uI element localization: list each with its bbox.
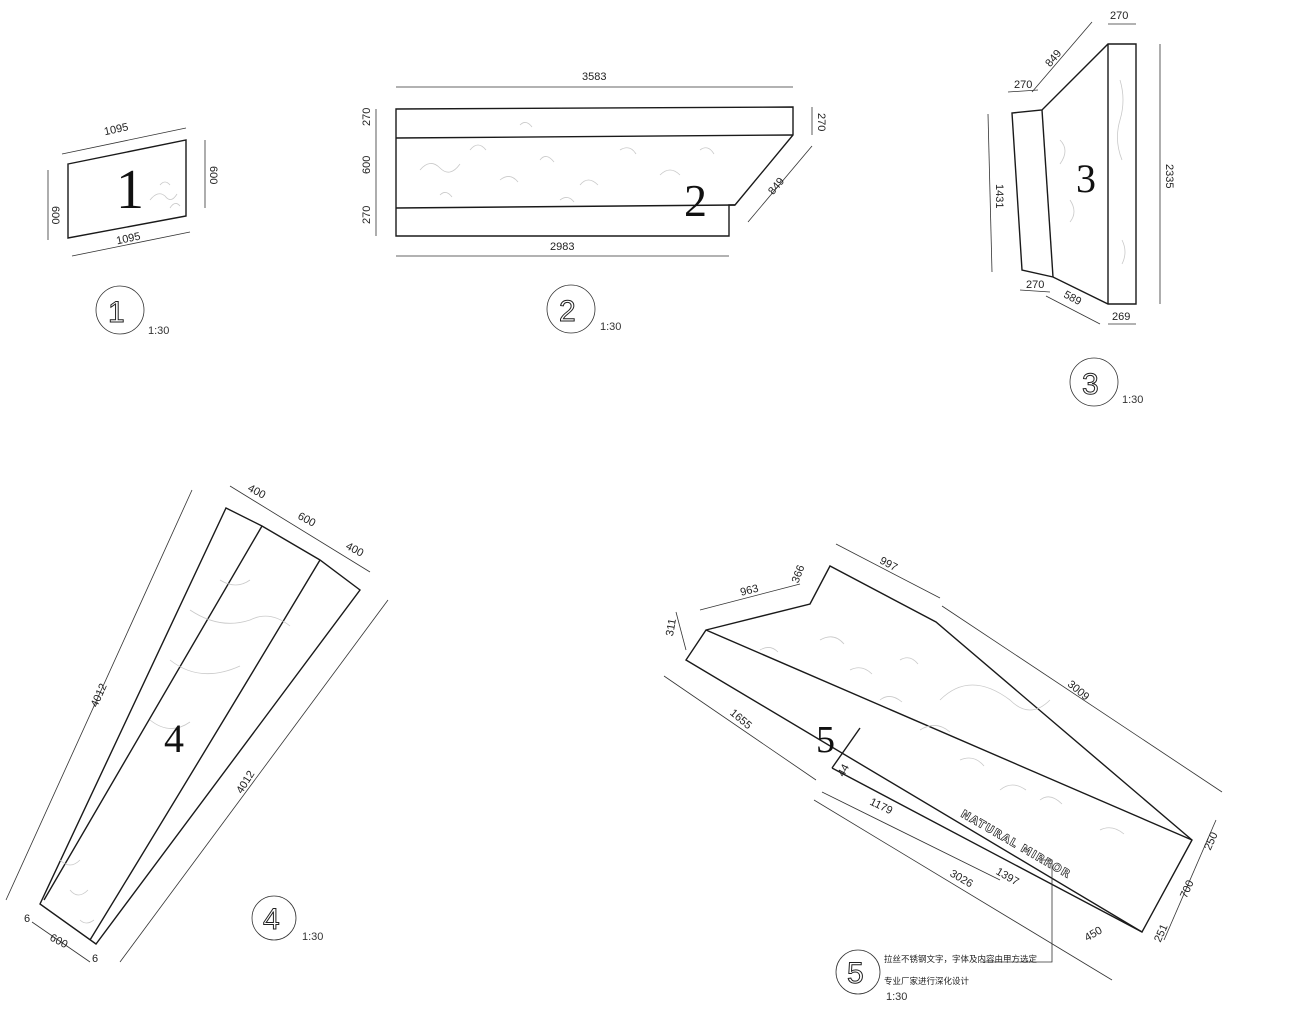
- dim-p2-left-top: 270: [361, 108, 373, 126]
- panel-2: 2 3583 2983 270 600 270 270 849 2 1:30: [361, 71, 827, 334]
- dim-p5-366: 366: [790, 563, 808, 584]
- dim-p1-right: 600: [207, 166, 219, 184]
- panel-4-badge: 4: [263, 903, 280, 936]
- dim-p5-44: 44: [836, 762, 852, 778]
- panel-3: 3 270 849 270 1431 2335 270 589 269 3 1:…: [987, 10, 1175, 407]
- dim-p5-3026: 3026: [948, 868, 975, 891]
- dim-p5-963: 963: [739, 583, 760, 599]
- dim-p3-right: 2335: [1163, 164, 1175, 188]
- dim-p2-left-bottom: 270: [361, 206, 373, 224]
- panel-1-badge: 1: [108, 296, 125, 329]
- panel-5-note-line1: 拉丝不锈钢文字，字体及内容由甲方选定: [884, 954, 1038, 965]
- dim-p1-left: 600: [49, 206, 61, 224]
- dim-p4-top-a: 400: [246, 482, 268, 501]
- dim-p5-700: 700: [1178, 879, 1196, 901]
- panel-2-badge-circle: [546, 284, 596, 334]
- dim-p5-997: 997: [877, 555, 899, 574]
- dim-p3-bottom-left: 270: [1026, 279, 1044, 291]
- panel-5-outline: [685, 565, 1193, 933]
- panel-4: 4 400 600 400 4012 4012 600 6 6 4 1:30: [5, 482, 389, 965]
- panel-4-badge-circle: [251, 895, 297, 941]
- dim-p4-corner-a: 6: [24, 913, 30, 925]
- dim-p3-top-slope: 849: [1043, 48, 1064, 70]
- dim-p3-bottom-slope: 589: [1061, 289, 1083, 308]
- panel-1-outline: [67, 139, 187, 239]
- panel-2-scale: 1:30: [600, 321, 621, 333]
- panel-3-label: 3: [1076, 156, 1096, 201]
- panel-2-texture: [419, 122, 715, 203]
- dim-p3-bottom-right: 269: [1112, 311, 1130, 323]
- dim-p4-left: 4012: [89, 682, 110, 709]
- dim-p2-bottom: 2983: [550, 241, 574, 253]
- dim-p3-top: 270: [1110, 10, 1128, 22]
- dim-p5-251: 251: [1152, 923, 1170, 945]
- dim-p4-corner-b: 6: [92, 953, 98, 965]
- panel-1: 1 1095 1095 600 600 1 1:30: [47, 121, 219, 337]
- panel-5-badge-circle: [835, 949, 881, 995]
- panel-2-badge: 2: [559, 295, 576, 328]
- dim-p4-top-b: 600: [296, 510, 318, 529]
- dim-p4-top-c: 400: [344, 540, 366, 559]
- dim-p5-311: 311: [664, 618, 679, 637]
- panel-1-badge-circle: [95, 285, 145, 335]
- panel-5-label: 5: [816, 719, 835, 761]
- panel-5-scale: 1:30: [886, 991, 907, 1003]
- dim-p3-left: 1431: [993, 184, 1005, 208]
- dim-p5-250: 250: [1202, 831, 1220, 853]
- panel-3-badge: 3: [1082, 368, 1099, 401]
- panel-4-scale: 1:30: [302, 931, 323, 943]
- dim-p5-1397: 1397: [994, 866, 1021, 889]
- dim-p4-bottom: 600: [48, 932, 70, 951]
- dim-p2-right: 270: [815, 113, 827, 131]
- panel-3-badge-circle: [1069, 357, 1119, 407]
- panel-1-texture: [149, 181, 181, 209]
- panel-1-scale: 1:30: [148, 325, 169, 337]
- dim-p5-3009: 3009: [1065, 678, 1091, 703]
- dim-p4-right: 4012: [234, 769, 257, 796]
- panel-2-outline: [395, 106, 794, 237]
- dim-p1-top: 1095: [103, 121, 129, 138]
- panel-2-label: 2: [684, 175, 707, 226]
- panel-3-scale: 1:30: [1122, 394, 1143, 406]
- dim-p5-450: 450: [1083, 924, 1105, 944]
- dim-p1-bottom: 1095: [115, 231, 141, 248]
- panel-1-label: 1: [116, 159, 144, 221]
- panel-5: 5 NATURAL MIRROR 311 963 366 997 3009 16…: [663, 543, 1223, 1003]
- dim-p3-top-left: 270: [1014, 79, 1032, 91]
- panel-5-badge: 5: [847, 957, 864, 990]
- panel-5-note-line2: 专业厂家进行深化设计: [884, 976, 970, 987]
- panel-5-texture: [759, 636, 1125, 835]
- panel-4-texture: [59, 579, 291, 924]
- dim-p2-top: 3583: [582, 71, 606, 83]
- panel-3-texture: [1059, 79, 1126, 265]
- dim-p2-left-mid: 600: [361, 156, 373, 174]
- panel-4-label: 4: [164, 716, 184, 761]
